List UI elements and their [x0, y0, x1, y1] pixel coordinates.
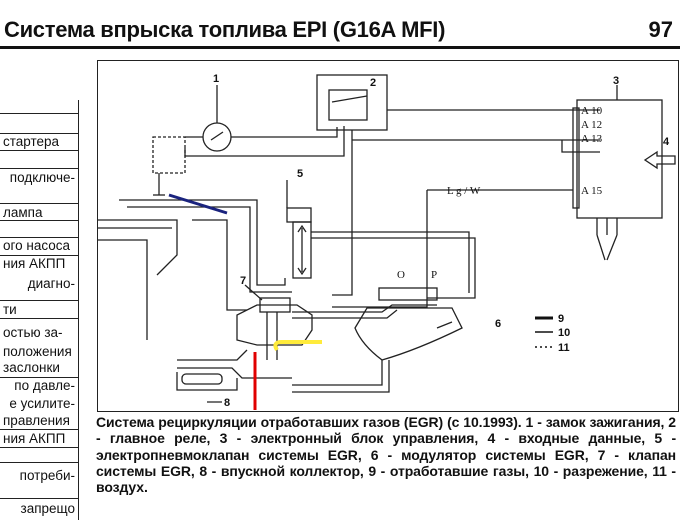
- ignition-switch-icon: [202, 122, 232, 152]
- callout-2: 2: [370, 77, 376, 89]
- left-column-table: стартера подключе- лампа ого насоса ния …: [0, 100, 79, 520]
- table-rule: [0, 498, 78, 499]
- wire-label: L g / W: [447, 185, 481, 197]
- table-rule: [0, 462, 78, 463]
- legend-11: 11: [558, 342, 570, 354]
- table-rule: [0, 113, 78, 114]
- port-label-o: O: [397, 269, 405, 281]
- table-cell: положения: [3, 344, 72, 359]
- table-cell: диагно-: [27, 276, 75, 291]
- table-cell: остью за-: [3, 325, 63, 340]
- table-cell: е усилите-: [9, 396, 75, 411]
- table-rule: [0, 318, 78, 319]
- legend-9: 9: [558, 313, 564, 325]
- table-cell: по давле-: [14, 378, 75, 393]
- ignition-switch-box: [152, 136, 186, 174]
- table-cell: ния АКПП: [3, 431, 66, 446]
- table-rule: [0, 447, 78, 448]
- callout-1: 1: [213, 73, 219, 85]
- egr-solenoid-top: [286, 207, 312, 223]
- table-cell: потреби-: [19, 468, 75, 483]
- table-cell: ого насоса: [3, 238, 71, 253]
- callout-8: 8: [224, 397, 230, 409]
- callout-3: 3: [613, 75, 619, 87]
- table-rule: [0, 150, 78, 151]
- yellow-arrow: [273, 340, 322, 352]
- table-cell: стартера: [3, 134, 60, 149]
- egr-valve-icon: [236, 304, 313, 346]
- table-cell: подключе-: [9, 170, 75, 185]
- egr-solenoid-icon: [292, 221, 312, 279]
- ecu-box: [576, 99, 663, 219]
- callout-6: 6: [495, 318, 501, 330]
- ecu-pin-a15: A 15: [581, 185, 603, 197]
- egr-diagram: 1 2 3 4 5 6 7 8 A 10 A 12 A 13 A 15 L g …: [97, 73, 676, 410]
- table-rule: [0, 377, 78, 378]
- page-number: 97: [648, 17, 673, 42]
- callout-7: 7: [240, 275, 246, 287]
- figure-caption: Система рециркуляции отработавших газов …: [96, 414, 676, 496]
- table-cell: правления: [3, 413, 70, 428]
- table-rule: [0, 429, 78, 430]
- main-relay-icon: [328, 89, 368, 121]
- main-relay-outer: [316, 74, 388, 131]
- table-rule: [0, 168, 78, 169]
- egr-modulator-icon: [354, 307, 463, 361]
- table-rule: [0, 133, 78, 134]
- port-label-p: P: [431, 269, 437, 281]
- legend-10: 10: [558, 327, 570, 339]
- callout-5: 5: [297, 168, 303, 180]
- table-rule: [0, 237, 78, 238]
- table-cell: лампа: [3, 205, 43, 220]
- page-title: Система впрыска топлива EPI (G16A MFI): [4, 17, 446, 42]
- table-rule: [0, 255, 78, 256]
- table-cell: ния АКПП: [3, 256, 66, 271]
- table-cell: запрещо: [20, 501, 76, 516]
- table-rule: [0, 203, 78, 204]
- callout-4: 4: [663, 136, 670, 148]
- blue-mark: [168, 193, 228, 215]
- table-rule: [0, 220, 78, 221]
- ecu-pin-a12: A 12: [581, 119, 602, 131]
- modulator-top: [378, 287, 438, 301]
- intake-manifold-icon: [181, 373, 223, 385]
- diagram-frame: [97, 60, 679, 412]
- input-arrow-icon: [643, 150, 676, 170]
- ecu-pin-a10: A 10: [581, 105, 603, 117]
- table-cell: ти: [3, 302, 17, 317]
- table-cell: заслонки: [3, 360, 60, 375]
- ecu-pin-a13: A 13: [581, 133, 603, 145]
- header-rule: [0, 46, 680, 49]
- table-rule: [0, 300, 78, 301]
